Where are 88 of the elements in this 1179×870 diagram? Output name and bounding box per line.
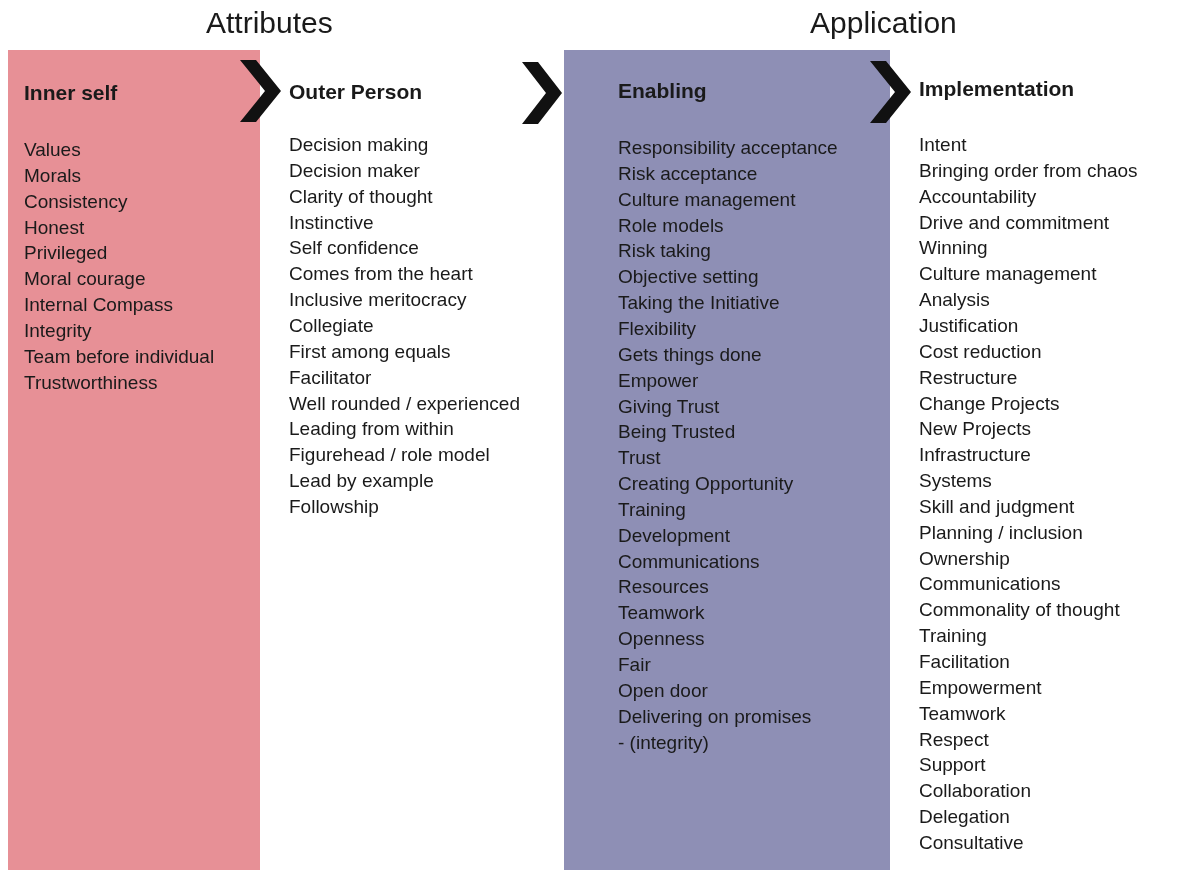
list-item: First among equals	[289, 340, 451, 363]
column-panel	[8, 50, 260, 870]
list-item: Trustworthiness	[24, 371, 158, 394]
list-item: Giving Trust	[618, 395, 720, 418]
list-item: Followship	[289, 495, 379, 518]
list-item: Leading from within	[289, 418, 454, 441]
list-item: Training	[919, 625, 987, 648]
list-item: Infrastructure	[919, 444, 1031, 467]
list-item: Analysis	[919, 289, 990, 312]
list-item: Facilitator	[289, 366, 372, 389]
list-item: Restructure	[919, 366, 1018, 389]
chevron-arrow	[240, 60, 281, 122]
list-item: Open door	[618, 679, 708, 702]
list-item: Collegiate	[289, 314, 374, 337]
list-item: Culture management	[618, 188, 796, 211]
section-heading: Attributes	[206, 6, 333, 40]
list-item: Winning	[919, 237, 988, 260]
column-heading: Implementation	[919, 77, 1075, 101]
list-item: Values	[24, 139, 81, 161]
list-item: Systems	[919, 470, 992, 493]
list-item: Instinctive	[289, 211, 374, 234]
list-item: Decision maker	[289, 159, 420, 182]
list-item: Respect	[919, 728, 989, 751]
list-item: Risk acceptance	[618, 162, 758, 185]
list-item: Lead by example	[289, 470, 434, 493]
list-item: Support	[919, 754, 986, 777]
list-item: Training	[618, 498, 686, 521]
column-panel	[564, 50, 890, 870]
chevron-arrow	[870, 61, 911, 123]
list-item: Ownership	[919, 547, 1010, 570]
list-item: Culture management	[919, 263, 1097, 286]
list-item: Flexibility	[618, 317, 697, 340]
list-item: Commonality of thought	[919, 599, 1120, 622]
column-heading: Enabling	[618, 79, 707, 103]
list-item: Drive and commitment	[919, 211, 1110, 234]
list-item: Resources	[618, 576, 709, 599]
list-item: Role models	[618, 214, 724, 237]
list-item: Honest	[24, 216, 85, 239]
list-item: Teamwork	[919, 702, 1006, 725]
list-item: Change Projects	[919, 392, 1060, 415]
list-item: Internal Compass	[24, 294, 173, 317]
list-item: Taking the Initiative	[618, 292, 780, 315]
list-item: Delivering on promises	[618, 705, 812, 728]
chevron-arrow	[522, 62, 562, 124]
list-item: Creating Opportunity	[618, 473, 794, 496]
list-item: Privileged	[24, 242, 108, 265]
list-item: Communications	[919, 573, 1061, 596]
list-item: Consultative	[919, 831, 1024, 854]
list-item: Empowerment	[919, 676, 1042, 699]
list-item: Responsibility acceptance	[618, 137, 838, 159]
list-item: Integrity	[24, 319, 92, 342]
list-item: Decision making	[289, 134, 429, 156]
list-item: Gets things done	[618, 343, 762, 366]
list-item: Consistency	[24, 190, 128, 213]
list-item: Justification	[919, 314, 1019, 337]
list-item: Cost reduction	[919, 340, 1042, 363]
list-item: Being Trusted	[618, 421, 736, 444]
column-heading: Outer Person	[289, 80, 423, 104]
list-item: Intent	[919, 134, 967, 156]
list-item: Comes from the heart	[289, 263, 473, 286]
list-item: Development	[618, 524, 730, 547]
section-heading: Application	[810, 6, 957, 40]
list-item: - (integrity)	[618, 731, 709, 754]
list-item: Planning / inclusion	[919, 521, 1083, 544]
list-item: Risk taking	[618, 240, 711, 263]
list-item: Clarity of thought	[289, 185, 433, 208]
list-item: Openness	[618, 628, 705, 651]
list-item: Communications	[618, 550, 760, 573]
list-item: Moral courage	[24, 268, 146, 291]
list-item: Objective setting	[618, 266, 759, 289]
list-item: Morals	[24, 164, 81, 187]
list-item: Inclusive meritocracy	[289, 289, 467, 312]
list-item: Well rounded / experienced	[289, 392, 520, 415]
list-item: Bringing order from chaos	[919, 159, 1138, 182]
list-item: Figurehead / role model	[289, 444, 490, 467]
list-item: Fair	[618, 654, 651, 676]
list-item: Collaboration	[919, 780, 1031, 803]
list-item: Accountability	[919, 185, 1037, 208]
column-heading: Inner self	[24, 81, 118, 105]
list-item: Self confidence	[289, 237, 419, 260]
list-item: Teamwork	[618, 602, 705, 625]
list-item: Team before individual	[24, 345, 215, 368]
list-item: Skill and judgment	[919, 495, 1075, 518]
list-item: Delegation	[919, 806, 1010, 829]
list-item: Trust	[618, 447, 661, 470]
list-item: New Projects	[919, 418, 1031, 441]
list-item: Empower	[618, 369, 699, 392]
list-item: Facilitation	[919, 651, 1010, 673]
